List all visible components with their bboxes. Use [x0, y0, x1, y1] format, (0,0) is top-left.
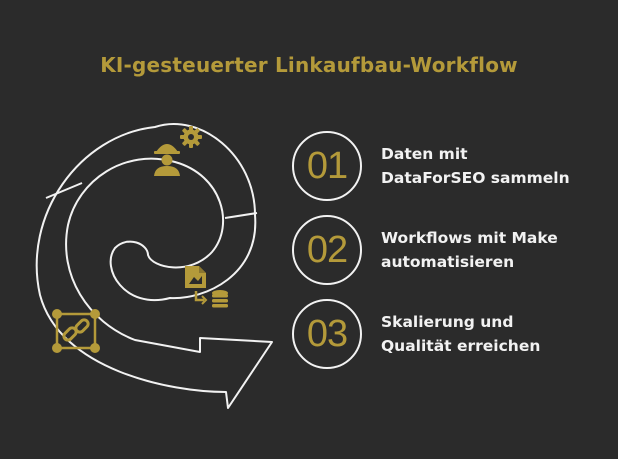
file-to-database-icon [185, 266, 228, 308]
step-number-circle: 01 [292, 131, 362, 201]
step-label-line: Daten mit [381, 145, 468, 163]
step-number: 03 [306, 312, 348, 355]
segment-divider-upper [45, 182, 83, 199]
segment-divider-right [224, 212, 258, 219]
workflow-step-2: 02 Workflows mit Make automatisieren [292, 215, 612, 289]
step-label-line: Workflows mit Make [381, 229, 558, 247]
step-label-line: Skalierung und [381, 313, 514, 331]
workflow-step-3: 03 Skalierung und Qualität erreichen [292, 299, 612, 373]
infographic-title: KI-gesteuerter Linkaufbau-Workflow [100, 53, 518, 77]
step-label-line: DataForSEO sammeln [381, 169, 570, 187]
step-label: Skalierung und Qualität erreichen [381, 310, 611, 358]
step-label: Workflows mit Make automatisieren [381, 226, 611, 274]
step-label-line: automatisieren [381, 253, 515, 271]
step-number: 02 [306, 228, 348, 271]
step-number-circle: 02 [292, 215, 362, 285]
step-label: Daten mit DataForSEO sammeln [381, 142, 611, 190]
workflow-step-1: 01 Daten mit DataForSEO sammeln [292, 131, 612, 205]
step-number-circle: 03 [292, 299, 362, 369]
worker-with-gear-icon [154, 126, 202, 176]
step-number: 01 [306, 144, 348, 187]
step-label-line: Qualität erreichen [381, 337, 541, 355]
linked-nodes-chain-icon [52, 309, 100, 353]
spiral-arrow-shape [35, 123, 273, 409]
